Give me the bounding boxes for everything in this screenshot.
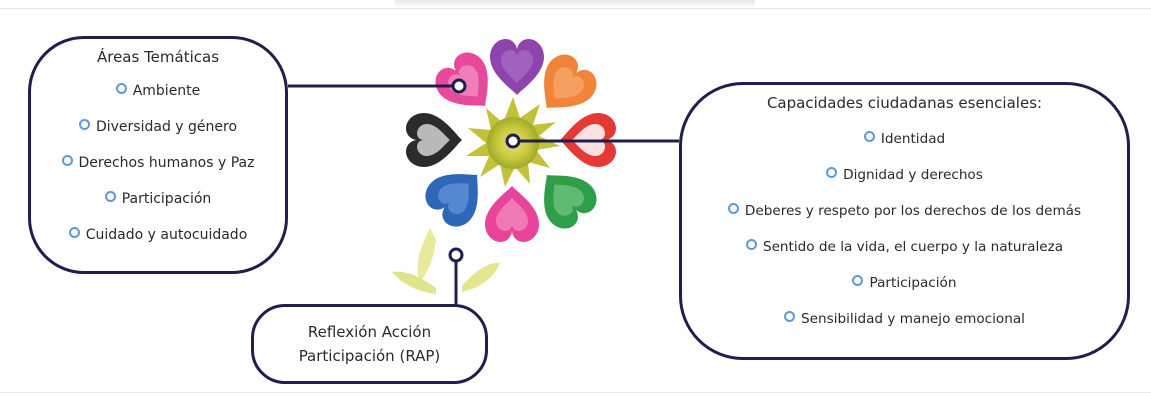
bullet-circle-icon xyxy=(104,191,116,202)
list-item: Diversidad y género xyxy=(31,117,285,153)
capacidades-title: Capacidades ciudadanas esenciales: xyxy=(766,94,1043,112)
list-item: Derechos humanos y Paz xyxy=(31,153,285,189)
bottom-divider xyxy=(0,392,1151,393)
list-item: Participación xyxy=(31,189,285,225)
capacidades-list: Identidad Dignidad y derechos Deberes y … xyxy=(682,129,1127,345)
bullet-circle-icon xyxy=(784,311,796,322)
bullet-circle-icon xyxy=(863,131,875,142)
bullet-circle-icon xyxy=(68,227,80,238)
bullet-circle-icon xyxy=(745,239,757,250)
list-item: Sensibilidad y manejo emocional xyxy=(682,309,1127,345)
bullet-circle-icon xyxy=(78,119,90,130)
list-item: Participación xyxy=(682,273,1127,309)
connector-nodes xyxy=(448,78,521,263)
bullet-circle-icon xyxy=(826,167,838,178)
areas-tematicas-box: Áreas Temáticas Ambiente Diversidad y gé… xyxy=(28,36,288,274)
bullet-circle-icon xyxy=(115,83,127,94)
header-fade xyxy=(395,0,755,8)
bullet-circle-icon xyxy=(852,275,864,286)
top-divider xyxy=(0,8,1151,9)
list-item: Identidad xyxy=(682,129,1127,165)
leaves-icon xyxy=(392,228,500,294)
list-item: Dignidad y derechos xyxy=(682,165,1127,201)
list-item: Cuidado y autocuidado xyxy=(31,225,285,261)
areas-list: Ambiente Diversidad y género Derechos hu… xyxy=(31,81,285,261)
list-item: Sentido de la vida, el cuerpo y la natur… xyxy=(682,237,1127,273)
rap-box: Reflexión Acción Participación (RAP) xyxy=(251,304,488,384)
capacidades-box: Capacidades ciudadanas esenciales: Ident… xyxy=(679,82,1130,360)
bullet-circle-icon xyxy=(727,203,739,214)
areas-title: Áreas Temáticas xyxy=(96,48,220,66)
rap-line-1: Reflexión Acción xyxy=(307,323,432,341)
connector-lines xyxy=(288,84,679,304)
list-item: Deberes y respeto por los derechos de lo… xyxy=(682,201,1127,237)
bullet-circle-icon xyxy=(61,155,73,166)
rap-line-2: Participación (RAP) xyxy=(298,347,441,365)
list-item: Ambiente xyxy=(31,81,285,117)
